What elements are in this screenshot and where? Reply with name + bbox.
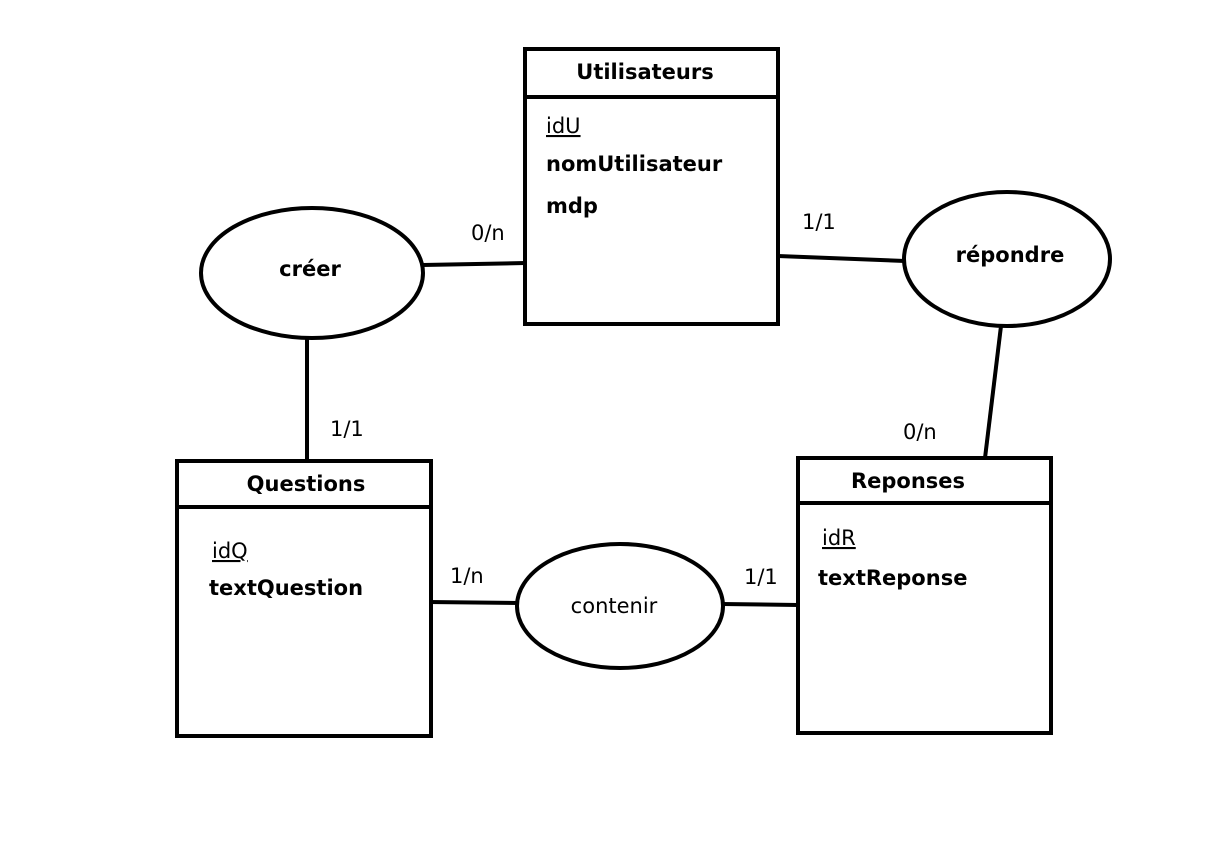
cardinality-repondre-utilisateurs: 1/1 [802,210,836,234]
cardinality-repondre-reponses: 0/n [903,420,937,444]
entity-questions-attr: textQuestion [209,576,363,600]
entity-utilisateurs: Utilisateurs idU nomUtilisateur mdp [523,47,780,326]
entity-utilisateurs-attr: mdp [546,194,598,218]
entity-reponses-title: Reponses [851,469,965,493]
cardinality-contenir-reponses: 1/1 [744,565,778,589]
entity-reponses-box [796,456,1053,735]
entity-reponses-attr: textReponse [818,566,967,590]
association-repondre: répondre [902,190,1112,328]
association-contenir: contenir [515,542,725,670]
cardinality-creer-utilisateurs: 0/n [471,221,505,245]
entity-questions: Questions idQ textQuestion [175,459,433,738]
entity-questions-key: idQ [212,539,248,563]
entity-reponses-key: idR [822,526,856,550]
entity-utilisateurs-box [523,47,780,326]
entity-reponses: Reponses idR textReponse [796,456,1053,735]
link-creer-utilisateurs [422,261,526,267]
link-questions-contenir [427,600,520,605]
entity-utilisateurs-title: Utilisateurs [576,60,713,84]
association-creer-ellipse [199,206,425,340]
cardinality-contenir-questions: 1/n [450,564,484,588]
link-contenir-reponses [721,602,799,607]
cardinality-creer-questions: 1/1 [330,417,364,441]
association-contenir-ellipse [515,542,725,670]
entity-questions-title: Questions [247,472,366,496]
association-creer: créer [199,206,425,340]
link-repondre-reponses [983,325,1003,459]
association-contenir-label: contenir [571,594,658,618]
link-utilisateurs-repondre [777,254,906,263]
association-repondre-label: répondre [956,243,1065,267]
association-creer-label: créer [279,257,341,281]
entity-utilisateurs-attr: nomUtilisateur [546,152,723,176]
entity-utilisateurs-key: idU [546,114,581,138]
association-repondre-ellipse [902,190,1112,328]
